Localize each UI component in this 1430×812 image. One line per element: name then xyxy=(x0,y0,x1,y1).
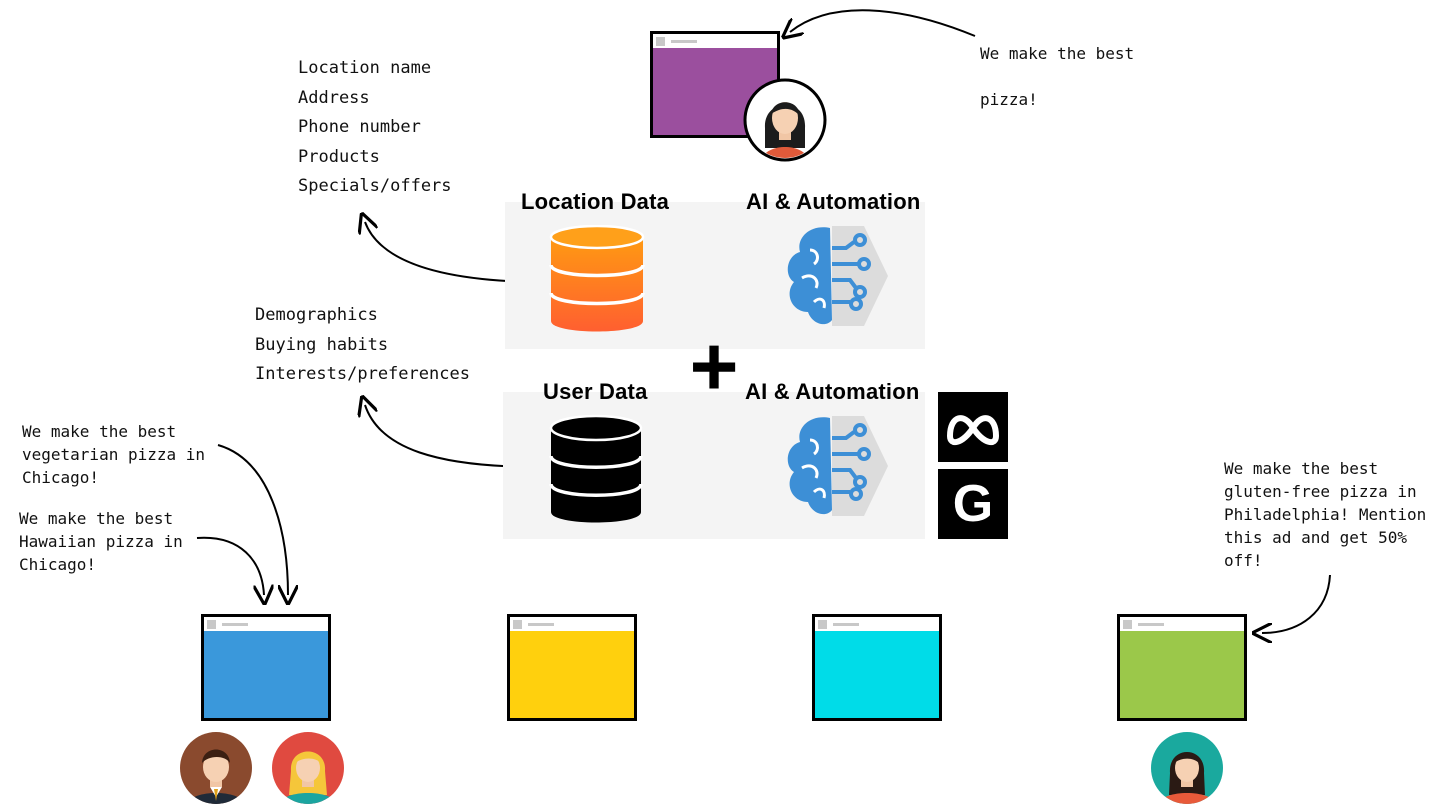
green-ad-fill xyxy=(1120,631,1244,718)
blue-ad-window xyxy=(201,614,331,721)
meta-logo-tile xyxy=(938,392,1008,462)
blonde-woman-avatar-icon xyxy=(272,732,344,804)
location-field: Location name xyxy=(298,58,432,78)
user-field: Demographics xyxy=(255,305,378,325)
yellow-ad-window xyxy=(507,614,637,721)
arrow-gluten-free xyxy=(1262,574,1331,633)
woman-avatar-icon xyxy=(743,78,827,162)
vegetarian-caption: We make the best vegetarian pizza in Chi… xyxy=(22,422,206,487)
user-field: Buying habits xyxy=(255,334,389,355)
cyan-ad-window xyxy=(812,614,942,721)
top-ad-window xyxy=(650,31,780,138)
location-field: Products xyxy=(298,146,380,167)
top-ad-caption-line1: We make the best xyxy=(980,44,1135,63)
arrow-user-fields xyxy=(365,405,533,468)
user-ai-title: AI & Automation xyxy=(745,379,920,404)
green-ad-window xyxy=(1117,614,1247,721)
man-avatar-icon xyxy=(180,732,252,804)
top-ad-caption: We make the best pizza! xyxy=(980,19,1134,134)
user-ai-brain-icon xyxy=(787,416,888,516)
google-logo-tile: G xyxy=(938,469,1008,539)
location-field: Address xyxy=(298,87,370,108)
hawaiian-caption: We make the best Hawaiian pizza in Chica… xyxy=(19,509,183,574)
user-fields-list: Demographics Buying habits Interests/pre… xyxy=(255,301,470,390)
top-ad-caption-line2: pizza! xyxy=(980,90,1038,109)
gluten-free-caption: We make the best gluten-free pizza in Ph… xyxy=(1224,459,1427,570)
location-data-title: Location Data xyxy=(521,189,670,214)
location-database-icon xyxy=(549,225,645,332)
user-database-icon xyxy=(549,414,643,523)
location-field: Specials/offers xyxy=(298,176,452,196)
meta-logo-icon xyxy=(947,415,999,446)
user-field: Interests/preferences xyxy=(255,364,470,384)
location-ai-brain-icon xyxy=(787,226,888,326)
brunette-woman-avatar-icon xyxy=(1151,732,1223,804)
arrow-hawaiian xyxy=(196,536,264,595)
location-field: Phone number xyxy=(298,117,421,137)
blue-ad-fill xyxy=(204,631,328,718)
yellow-ad-fill xyxy=(510,631,634,718)
location-fields-list: Location name Address Phone number Produ… xyxy=(298,54,452,202)
google-logo-icon: G xyxy=(952,475,994,533)
cyan-ad-fill xyxy=(815,631,939,718)
user-data-title: User Data xyxy=(543,379,648,404)
arrow-vegetarian xyxy=(217,444,288,595)
arrow-location-fields xyxy=(365,222,533,283)
arrow-top-caption xyxy=(790,9,976,36)
location-ai-title: AI & Automation xyxy=(746,189,921,214)
